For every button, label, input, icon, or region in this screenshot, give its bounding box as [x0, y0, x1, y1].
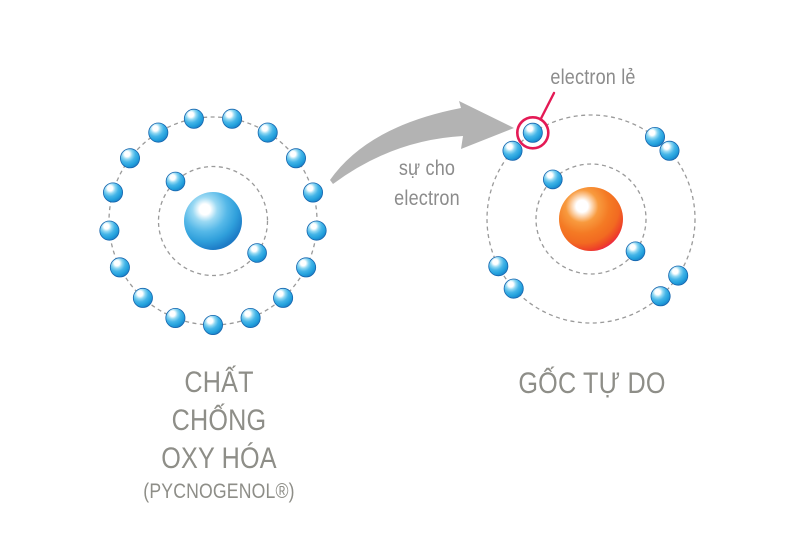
- free-radical-nucleus: [559, 187, 623, 251]
- electron: [659, 140, 680, 161]
- electron: [99, 220, 120, 241]
- electron: [650, 286, 671, 307]
- electron: [165, 171, 186, 192]
- electron: [273, 287, 294, 308]
- unpaired-electron-ring: [515, 116, 550, 150]
- callout-pointer-line: [539, 91, 556, 121]
- electron: [502, 140, 523, 161]
- electron: [257, 122, 278, 143]
- electron: [109, 257, 130, 278]
- electron: [645, 127, 666, 148]
- electron: [247, 243, 267, 263]
- electron: [120, 148, 141, 169]
- electron: [183, 108, 204, 129]
- free-radical-outer-orbit: [486, 114, 696, 324]
- electron: [148, 122, 169, 143]
- electron: [522, 122, 543, 143]
- electron: [542, 169, 563, 190]
- electron-donation-label: sự cho electron: [367, 154, 487, 214]
- electrons-group: [99, 108, 689, 335]
- free-radical-caption: GỐC TỰ DO: [518, 367, 666, 400]
- antioxidant-caption-line1: CHẤT CHỐNG: [171, 366, 267, 437]
- electron: [296, 257, 317, 278]
- electron: [222, 108, 243, 129]
- electron: [240, 307, 261, 328]
- electron: [668, 265, 689, 286]
- electron: [103, 182, 124, 203]
- electron-donation-label-line1: sự cho: [398, 157, 456, 180]
- electron: [488, 256, 509, 277]
- antioxidant-inner-orbit: [157, 165, 269, 277]
- electron: [503, 278, 524, 299]
- electron: [625, 241, 646, 262]
- electron-transfer-arrow-icon: [330, 101, 514, 184]
- antioxidant-nucleus: [184, 192, 242, 250]
- antioxidant-caption-line2: OXY HÓA: [161, 442, 277, 475]
- antioxidant-caption: CHẤT CHỐNG OXY HÓA (PYCNOGENOL®): [135, 364, 303, 503]
- electron: [132, 287, 153, 308]
- unpaired-electron-label: electron lẻ: [550, 66, 636, 89]
- electron-donation-label-line2: electron: [394, 187, 460, 210]
- electron: [202, 314, 223, 335]
- electron: [302, 182, 323, 203]
- free-radical-inner-orbit: [535, 163, 647, 275]
- antioxidant-caption-brand: (PYCNOGENOL®): [143, 480, 295, 503]
- electron: [306, 220, 327, 241]
- electron: [165, 307, 186, 328]
- electron: [285, 148, 306, 169]
